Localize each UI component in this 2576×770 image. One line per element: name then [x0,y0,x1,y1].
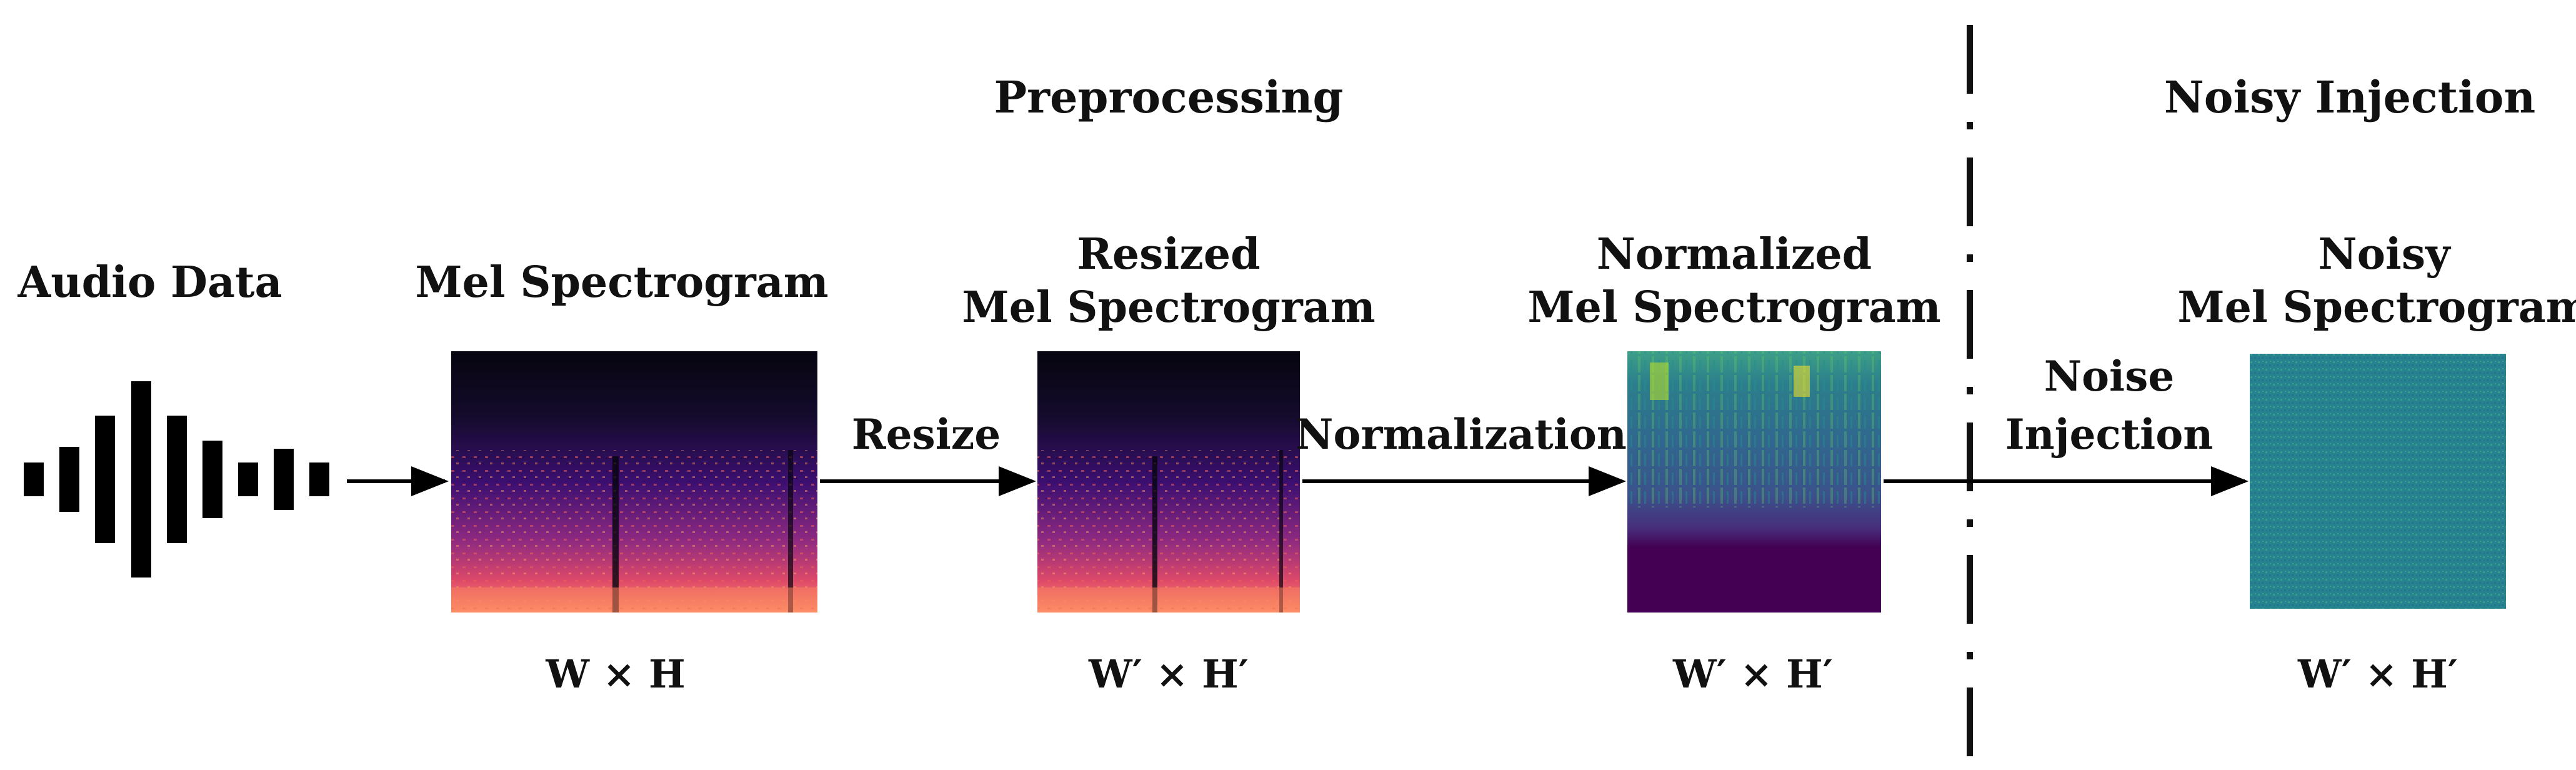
noise-injection-label-line2: Injection [2005,410,2213,459]
noisy-title-line2: Mel Spectrogram [2177,282,2576,332]
resized-mel-spectrogram-image [1037,351,1300,612]
noise-injection-label-line1: Noise [2044,352,2175,401]
normalized-dims-label: W′ × H′ [1672,651,1833,697]
normalized-mel-spectrogram-image [1627,351,1881,612]
noisy-dims-label: W′ × H′ [2297,651,2458,697]
normalized-title-line2: Mel Spectrogram [1527,282,1940,332]
resized-title-line2: Mel Spectrogram [962,282,1375,332]
mel-spectrogram-title: Mel Spectrogram [415,258,828,308]
resize-step-label: Resize [852,410,1001,459]
mel-dims-label: W × H [545,651,685,697]
mel-spectrogram-image [451,351,817,612]
normalized-title-line1: Normalized [1597,229,1872,279]
audio-waveform-icon [24,381,329,578]
section-header-noisy-injection: Noisy Injection [2164,71,2535,123]
noisy-title-line1: Noisy [2318,229,2452,279]
noisy-mel-spectrogram-image [2250,354,2506,609]
resized-dims-label: W′ × H′ [1088,651,1249,697]
resized-title-line1: Resized [1077,229,1260,279]
normalization-step-label: Normalization [1295,410,1627,459]
audio-data-title: Audio Data [17,258,282,308]
section-header-preprocessing: Preprocessing [994,71,1344,123]
